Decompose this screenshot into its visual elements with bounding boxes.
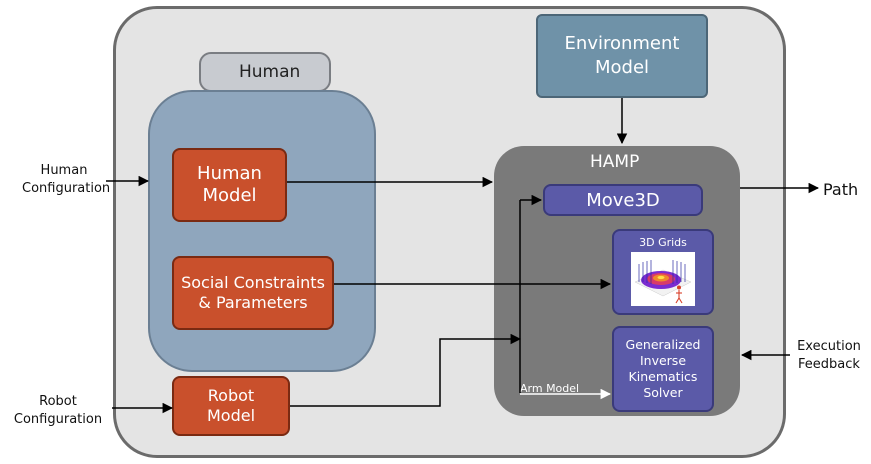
3d-grids-box: 3D Grids <box>612 229 714 315</box>
robot-model-box: Robot Model <box>172 376 290 436</box>
robot-model-to-hamp-line <box>290 333 522 407</box>
gik-line-1: Generalized <box>625 337 701 352</box>
arm-model-label: Arm Model <box>520 382 580 395</box>
path-label: Path <box>823 180 859 199</box>
move3d-label: Move3D <box>586 189 660 211</box>
human-configuration-line-1: Human <box>40 163 88 178</box>
human-configuration-label: Human Configuration <box>22 162 110 197</box>
execution-feedback-line-1: Execution <box>797 339 861 354</box>
robot-configuration-line-2: Configuration <box>13 411 103 427</box>
social-constraints-line-1: Social Constraints <box>181 273 325 292</box>
move3d-box: Move3D <box>543 184 703 216</box>
3d-grids-label: 3D Grids <box>639 236 687 249</box>
environment-model-box: Environment Model <box>536 14 708 98</box>
human-tab: Human <box>199 52 331 92</box>
gik-line-2: Inverse <box>639 353 687 368</box>
robot-configuration-line-1: Robot <box>39 394 77 409</box>
robot-model-line-1: Robot <box>207 386 255 405</box>
social-constraints-line-2: & Parameters <box>198 293 308 312</box>
environment-model-line-1: Environment <box>564 32 680 54</box>
3d-grid-plot-image <box>631 252 695 306</box>
execution-feedback-line-2: Feedback <box>798 356 860 372</box>
social-constraints-box: Social Constraints & Parameters <box>172 256 334 330</box>
human-model-line-2: Model <box>202 185 257 206</box>
gik-line-3: Kinematics <box>628 369 698 384</box>
environment-model-line-2: Model <box>594 57 650 78</box>
human-model-box: Human Model <box>172 148 287 222</box>
gik-solver-box: Generalized Inverse Kinematics Solver <box>612 326 714 412</box>
human-model-line-1: Human <box>197 162 262 184</box>
human-tab-label: Human <box>239 62 301 82</box>
robot-model-line-2: Model <box>206 406 256 425</box>
gik-line-4: Solver <box>643 385 683 400</box>
hamp-title: HAMP <box>590 152 640 172</box>
human-configuration-line-2: Configuration <box>22 180 111 196</box>
robot-configuration-label: Robot Configuration <box>2 393 114 428</box>
execution-feedback-label: Execution Feedback <box>787 338 871 373</box>
